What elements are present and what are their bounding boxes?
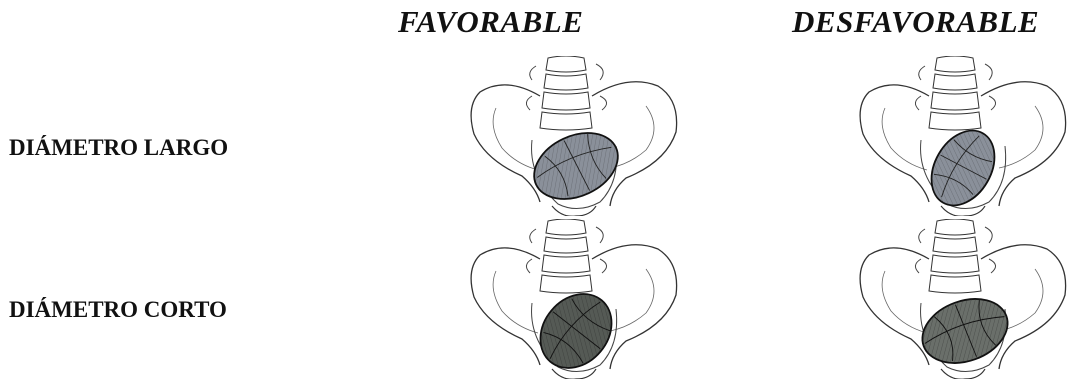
pelvis-illustration-corto-favorable (466, 219, 686, 379)
fetal-head (919, 119, 1007, 216)
column-header-desfavorable: DESFAVORABLE (792, 4, 1039, 40)
row-label-diametro-largo: DIÁMETRO LARGO (9, 135, 228, 161)
pelvis-illustration-largo-desfavorable (855, 56, 1074, 216)
pelvis-illustration-largo-favorable (466, 56, 686, 216)
pelvis-illustration-corto-desfavorable (855, 219, 1074, 379)
row-label-diametro-corto: DIÁMETRO CORTO (9, 297, 227, 323)
column-header-favorable: FAVORABLE (398, 4, 583, 40)
